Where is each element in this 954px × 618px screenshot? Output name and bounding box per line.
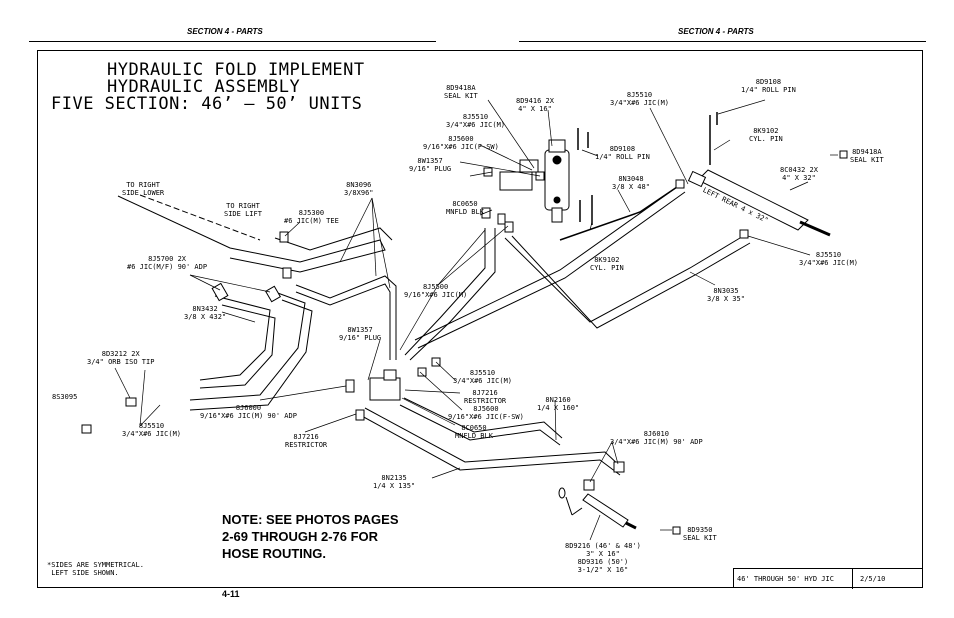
- hose-8n3432-d: [189, 299, 313, 411]
- hose-n3048-a: [414, 184, 681, 341]
- hose-3n3096-a: [295, 275, 397, 360]
- cylinder-8d9216: [582, 461, 637, 530]
- label-cyl-top: 8D9416 2X 4" X 16": [516, 97, 554, 113]
- label-j5500: 8J5500 9/16"X#6 JIC(M): [404, 283, 468, 299]
- label-w1357-a: 8W1357 9/16" PLUG: [409, 157, 452, 173]
- label-j5300: 8J5300 #6 JIC(M) TEE: [284, 209, 339, 225]
- label-c0650-b: 8C0650 MNFLD BLK: [455, 424, 493, 440]
- hose-3n3048-line: [559, 184, 681, 241]
- label-cyl-bottom: 8D9216 (46' & 48') 3" X 16" 8D9316 (50')…: [565, 542, 641, 574]
- leaders: [114, 99, 838, 541]
- label-j5600-b: 8J5600 9/16"X#6 JIC(F-SW): [448, 405, 524, 421]
- header-rule-right: [519, 41, 926, 42]
- label-j5510-left: 8J5510 3/4"X#6 JIC(M): [122, 422, 182, 438]
- label-roll-pin-mid: 8D9108 1/4" ROLL PIN: [595, 145, 650, 161]
- drawing-title-line1: HYDRAULIC FOLD IMPLEMENT: [107, 60, 365, 80]
- label-roll-pin-right: 8D9108 1/4" ROLL PIN: [741, 78, 796, 94]
- label-j5600-a: 8J5600 9/16"X#6 JIC(F-SW): [423, 135, 499, 151]
- note-line1: NOTE: SEE PHOTOS PAGES: [222, 512, 399, 527]
- label-j5510-top: 8J5510 3/4"X#6 JIC(M): [610, 91, 670, 107]
- manifold-block-bottom: [369, 369, 401, 401]
- hose-n3035-a: [504, 234, 746, 323]
- dashed-to-right-lower: [139, 194, 261, 241]
- label-j7216-a: 8J7216 RESTRICTOR: [464, 389, 507, 405]
- label-cyl-pin-right: 8K9102 CYL. PIN: [749, 127, 783, 143]
- label-d3212: 8D3212 2X 3/4" ORB ISO TIP: [87, 350, 155, 366]
- manifold-block-top: [499, 159, 539, 191]
- title-block-date: 2/5/10: [860, 575, 886, 583]
- hose-right-lift: [274, 227, 393, 251]
- hose-n2160-a: [399, 404, 561, 446]
- label-seal-kit-bottom: 8D9350 SEAL KIT: [683, 526, 717, 542]
- note-line3: HOSE ROUTING.: [222, 546, 327, 561]
- label-to-right-lower: TO RIGHT SIDE LOWER: [122, 181, 165, 197]
- symmetry-footnote: *SIDES ARE SYMMETRICAL. LEFT SIDE SHOWN.: [47, 561, 144, 577]
- label-j5510-mid: 8J5510 3/4"X#6 JIC(M): [453, 369, 513, 385]
- label-seal-kit-top: 8D9418A SEAL KIT: [444, 84, 478, 100]
- label-c0650-a: 8C0650 MNFLD BLK: [446, 200, 484, 216]
- note-line2: 2-69 THROUGH 2-76 FOR: [222, 529, 379, 544]
- hose-to-manifold-b: [409, 228, 496, 361]
- hose-n2135-b: [364, 407, 623, 469]
- label-j5700: 8J5700 2X #6 JIC(M/F) 90' ADP: [127, 255, 208, 271]
- header-left: SECTION 4 - PARTS: [187, 27, 263, 36]
- label-cyl-pin-mid: 8K9102 CYL. PIN: [590, 256, 624, 272]
- hose-routing-note: NOTE: SEE PHOTOS PAGES 2-69 THROUGH 2-76…: [222, 511, 399, 562]
- label-n2160: 8N2160 1/4 X 160": [537, 396, 580, 412]
- label-seal-kit-right: 8D9418A SEAL KIT: [850, 148, 884, 164]
- hose-right-lower: [117, 195, 386, 273]
- header-right: SECTION 4 - PARTS: [678, 27, 754, 36]
- label-j5510-a: 8J5510 3/4"X#6 JIC(M): [446, 113, 506, 129]
- title-block: 46' THROUGH 50' HYD JIC 2/5/10: [733, 568, 923, 589]
- roll-pins: [577, 112, 718, 225]
- drawing-frame: [37, 50, 923, 588]
- label-j6000: 8J6000 9/16"X#6 JIC(M) 90' ADP: [200, 404, 297, 420]
- hose-8n3432-a: [199, 295, 271, 381]
- title-block-description: 46' THROUGH 50' HYD JIC: [737, 575, 834, 583]
- label-n2135: 8N2135 1/4 X 135": [373, 474, 416, 490]
- bottom-pins: [558, 487, 583, 516]
- label-j7216-b: 8J7216 RESTRICTOR: [285, 433, 328, 449]
- hose-n2135-a: [359, 414, 621, 476]
- label-cyl-right: 8C0432 2X 4" X 32": [780, 166, 818, 182]
- hose-3n3096-b: [295, 283, 391, 360]
- label-s3095: 8S3095: [52, 393, 78, 401]
- label-n3035: 8N3035 3/8 X 35": [707, 287, 745, 303]
- drawing-title-line3: FIVE SECTION: 46’ – 50’ UNITS: [51, 94, 363, 114]
- label-j6010: 8J6010 3/4"X#6 JIC(M) 90' ADP: [610, 430, 703, 446]
- label-w1357-b: 8W1357 9/16" PLUG: [339, 326, 382, 342]
- hose-n2160-b: [403, 397, 563, 439]
- hose-8n3432-b: [199, 304, 276, 389]
- hose-n3035-b: [511, 235, 751, 329]
- label-j5510-right: 8J5510 3/4"X#6 JIC(M): [799, 251, 859, 267]
- cylinder-8d9416: [544, 139, 570, 223]
- cylinder-left-rear: [687, 169, 831, 237]
- header-rule-left: [29, 41, 436, 42]
- hose-n3048-b: [417, 191, 686, 349]
- title-block-divider: [852, 569, 853, 589]
- drawing-title-line2: HYDRAULIC ASSEMBLY: [107, 77, 301, 97]
- page-number: 4-11: [222, 589, 240, 599]
- label-n3432: 8N3432 3/8 X 432": [184, 305, 227, 321]
- label-n3048: 8N3048 3/8 X 48": [612, 175, 650, 191]
- label-to-right-lift: TO RIGHT SIDE LIFT: [224, 202, 262, 218]
- label-n3096: 8N3096 3/8X96": [344, 181, 374, 197]
- hose-8n3432-c: [189, 291, 306, 401]
